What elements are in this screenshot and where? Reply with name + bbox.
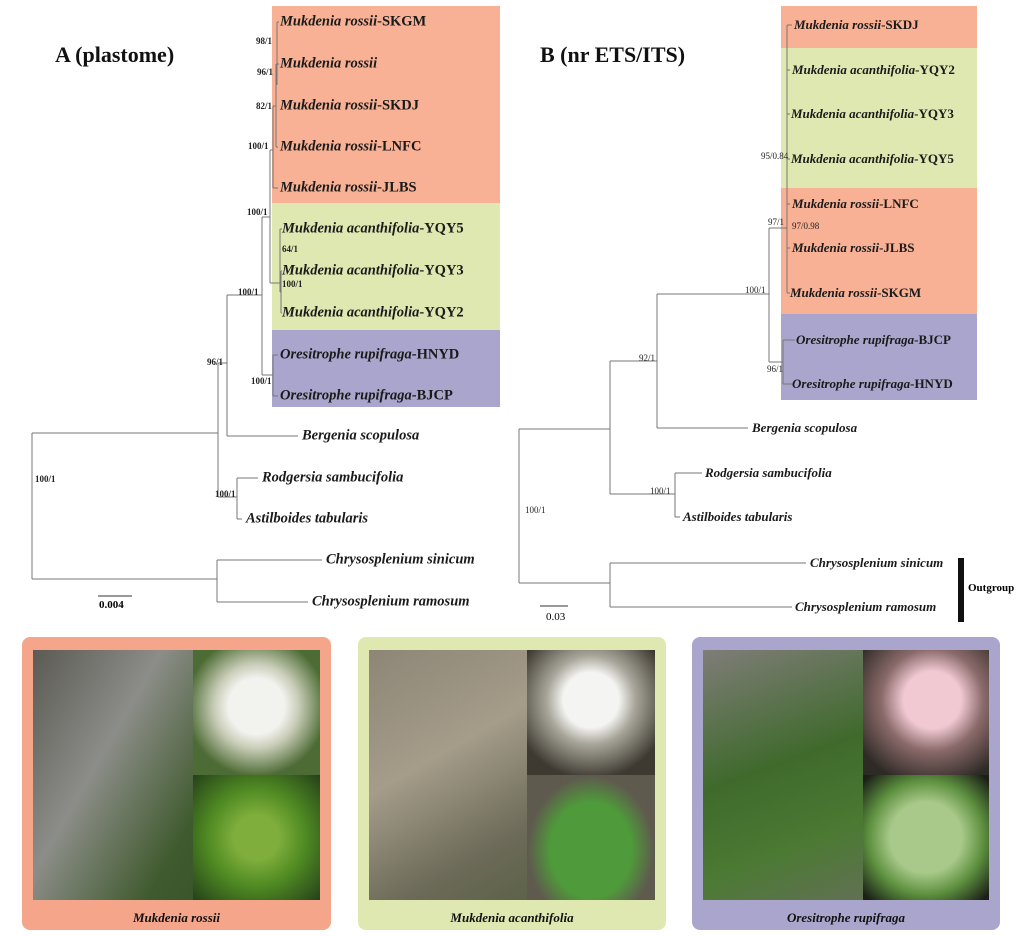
leaf: Mukdenia acanthifolia-YQY3 <box>791 106 954 121</box>
support-value: 100/1 <box>247 207 268 217</box>
leaf: Astilboides tabularis <box>246 510 369 527</box>
leaf: Mukdenia acanthifolia-YQY2 <box>792 62 955 77</box>
acanthifolia-highlight <box>272 203 500 330</box>
flower-photo <box>527 650 655 775</box>
leaf: Mukdenia acanthifolia-YQY5 <box>282 220 464 237</box>
leaf: Mukdenia acanthifolia-YQY3 <box>282 262 464 279</box>
scale-label-a: 0.004 <box>99 599 124 611</box>
support-value: 100/1 <box>745 285 766 295</box>
leaf: Mukdenia rossii-SKDJ <box>280 97 420 114</box>
support-value: 100/1 <box>650 486 671 496</box>
outgroup-label: Outgroup <box>968 582 1015 594</box>
support-value: 97/0.98 <box>792 221 820 231</box>
leaf-photo <box>863 775 989 900</box>
support-value: 100/1 <box>215 489 236 499</box>
photo-panel-acanthifolia: Mukdenia acanthifolia <box>358 637 666 930</box>
leaf: Chrysosplenium sinicum <box>810 555 944 570</box>
leaf: Oresitrophe rupifraga-HNYD <box>792 376 953 391</box>
rossii-highlight-b2 <box>781 188 977 314</box>
habitat-photo <box>33 650 320 900</box>
support-value: 96/1 <box>767 364 784 374</box>
leaf: Chrysosplenium ramosum <box>795 599 937 614</box>
oresitrophe-highlight-b <box>781 314 977 400</box>
leaf: Mukdenia rossii <box>280 55 378 72</box>
leaf: Mukdenia rossii-LNFC <box>792 196 919 211</box>
support-value: 82/1 <box>256 101 273 111</box>
leaf: Bergenia scopulosa <box>302 427 420 444</box>
support-value: 100/1 <box>282 279 303 289</box>
leaf: Bergenia scopulosa <box>752 420 858 435</box>
support-value: 98/1 <box>256 36 273 46</box>
tree-b-branches <box>518 24 806 608</box>
leaf-photo <box>193 775 320 900</box>
support-value: 92/1 <box>639 353 656 363</box>
flower-photo <box>863 650 989 775</box>
support-value: 100/1 <box>248 141 269 151</box>
leaf: Oresitrophe rupifraga-BJCP <box>280 387 453 404</box>
photo-panel-oresitrophe: Oresitrophe rupifraga <box>692 637 1000 930</box>
leaf: Oresitrophe rupifraga-HNYD <box>280 346 460 363</box>
photo-caption: Mukdenia rossii <box>132 910 221 925</box>
photo-caption: Mukdenia acanthifolia <box>450 910 574 925</box>
leaf: Rodgersia sambucifolia <box>262 469 404 486</box>
leaf: Mukdenia rossii-SKGM <box>790 285 922 300</box>
outgroup-bar <box>958 558 964 622</box>
panel-a-title: A (plastome) <box>55 42 175 67</box>
flower-photo <box>193 650 320 775</box>
support-value: 97/1 <box>768 217 785 227</box>
habitat-photo <box>369 650 655 900</box>
phylogenetic-trees <box>31 21 964 622</box>
oresitrophe-highlight <box>272 330 500 407</box>
leaf-photo <box>527 775 655 900</box>
support-value: 100/1 <box>251 376 272 386</box>
support-value: 64/1 <box>282 244 299 254</box>
support-value: 100/1 <box>35 474 56 484</box>
leaf: Chrysosplenium ramosum <box>312 593 470 610</box>
leaf: Chrysosplenium sinicum <box>326 551 475 568</box>
acanthifolia-highlight-b <box>781 48 977 188</box>
photo-panel-rossii: Mukdenia rossii <box>22 637 331 930</box>
panel-b-title: B (nr ETS/ITS) <box>540 42 686 67</box>
leaf: Oresitrophe rupifraga-BJCP <box>796 332 951 347</box>
tree-a-branches <box>31 21 322 603</box>
rossii-highlight-b1 <box>781 6 977 48</box>
leaf: Mukdenia rossii-SKGM <box>280 13 427 30</box>
habitat-photo <box>703 650 989 900</box>
scale-label-b: 0.03 <box>546 611 566 623</box>
support-value: 96/1 <box>257 67 274 77</box>
support-value: 96/1 <box>207 357 224 367</box>
leaf: Mukdenia rossii-JLBS <box>792 240 915 255</box>
leaf: Mukdenia rossii-LNFC <box>280 138 422 155</box>
support-value: 95/0.84 <box>761 151 789 161</box>
support-value: 100/1 <box>238 287 259 297</box>
leaf: Astilboides tabularis <box>683 509 793 524</box>
leaf: Mukdenia acanthifolia-YQY2 <box>282 304 464 321</box>
leaf: Mukdenia rossii-SKDJ <box>794 17 919 32</box>
rossii-highlight <box>272 6 500 203</box>
support-value: 100/1 <box>525 505 546 515</box>
leaf: Rodgersia sambucifolia <box>705 465 832 480</box>
leaf: Mukdenia acanthifolia-YQY5 <box>791 151 954 166</box>
photo-caption: Oresitrophe rupifraga <box>786 910 906 925</box>
leaf: Mukdenia rossii-JLBS <box>280 179 417 196</box>
